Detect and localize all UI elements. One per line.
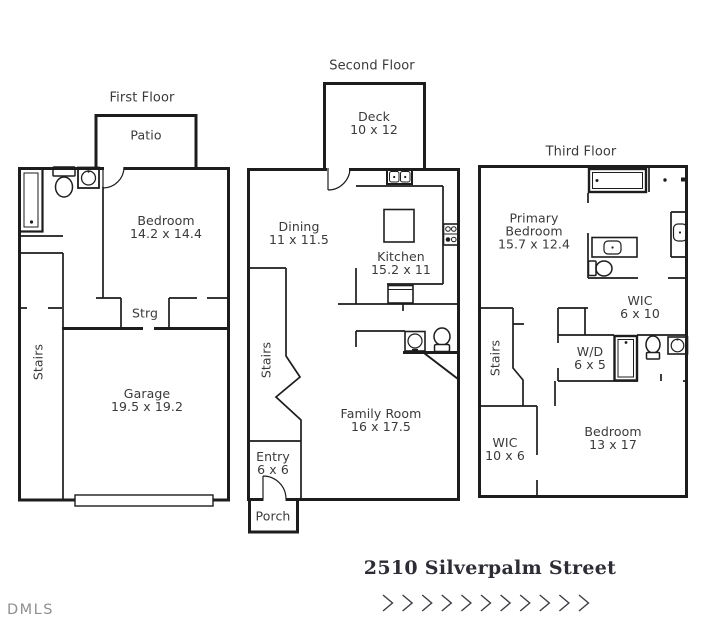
room-name: Kitchen (377, 249, 425, 264)
chevron-icon (558, 594, 570, 612)
room-label-strg: Strg (131, 305, 159, 321)
powder-sink-fixture (404, 330, 426, 352)
room-dims: 6 x 10 (620, 306, 660, 321)
room-label-stairs-1f: Stairs (30, 343, 46, 381)
room-name: Bedroom (505, 223, 563, 239)
first-floor-interior-walls (18, 187, 229, 499)
room-name: Deck (358, 109, 390, 124)
chevron-icon (500, 594, 512, 612)
room-name: Primary (509, 210, 559, 226)
room-dims: 16 x 17.5 (351, 419, 411, 434)
chevron-icon (382, 594, 394, 612)
chevron-icon (539, 594, 551, 612)
second-vanity-fixture (672, 223, 688, 242)
primary-toilet-fixture (587, 260, 613, 277)
room-label-wic-upper: WIC 6 x 10 (620, 294, 660, 320)
garage-door (74, 494, 214, 507)
chevron-row (382, 594, 590, 612)
room-name: Family Room (340, 406, 422, 421)
room-dims: 15.2 x 11 (371, 262, 431, 277)
toilet-fixture (52, 166, 76, 198)
hall-toilet-fixture (645, 335, 661, 360)
room-label-bedroom-1f: Bedroom 14.2 x 14.4 (130, 214, 202, 240)
chevron-icon (460, 594, 472, 612)
deck-door-opening (327, 166, 349, 173)
room-label-garage: Garage 19.5 x 19.2 (111, 387, 183, 413)
chevron-icon (421, 594, 433, 612)
room-label-patio: Patio (130, 127, 162, 143)
room-dims: 19.5 x 19.2 (110, 399, 184, 414)
third-floor-title: Third Floor (545, 144, 617, 160)
room-label-wic-lower: WIC 10 x 6 (485, 436, 525, 462)
room-dims: 6 x 6 (257, 462, 289, 477)
half-bath-door (423, 352, 459, 380)
entry-door-opening (263, 496, 286, 504)
kitchen-island (383, 208, 415, 243)
room-label-stairs-2f: Stairs (258, 341, 274, 379)
patio-door-opening (104, 165, 124, 172)
first-floor-title: First Floor (109, 90, 175, 106)
room-name: Entry (256, 449, 290, 464)
room-dims: 10 x 6 (485, 448, 525, 463)
chevron-icon (441, 594, 453, 612)
property-address: 2510 Silverpalm Street (363, 557, 617, 579)
entry-door-arc (262, 475, 287, 500)
room-label-dining: Dining 11 x 11.5 (269, 220, 329, 246)
third-floor-plan (478, 165, 689, 498)
room-name: WIC (492, 435, 518, 450)
second-floor-plan (247, 82, 460, 534)
porch-outline (248, 499, 299, 534)
room-name: W/D (576, 344, 604, 359)
room-name: Garage (123, 386, 171, 401)
bathtub-fixture (587, 167, 648, 194)
room-dims: 10 x 12 (350, 122, 398, 137)
room-name: WIC (627, 293, 653, 308)
room-label-stairs-3f: Stairs (487, 339, 503, 377)
patio-outline (94, 114, 198, 170)
room-label-primary-bedroom: Primary Bedroom 15.7 x 12.4 (498, 212, 570, 251)
powder-toilet-fixture (433, 327, 451, 353)
third-floor-interior-walls (478, 166, 686, 496)
deck-outline (323, 82, 426, 171)
chevron-icon (519, 594, 531, 612)
room-label-kitchen: Kitchen 15.2 x 11 (371, 250, 431, 276)
first-floor-plan (18, 114, 230, 507)
room-name: Bedroom (584, 424, 642, 439)
kitchen-sink-fixture (386, 168, 413, 185)
dishwasher-fixture (387, 284, 414, 304)
room-dims: 11 x 11.5 (269, 232, 329, 247)
room-dims: 13 x 17 (589, 437, 637, 452)
third-floor-outline (478, 165, 688, 498)
stove-fixture (442, 223, 459, 246)
watermark-logo: DMLS (7, 602, 54, 618)
room-label-deck: Deck 10 x 12 (350, 110, 398, 136)
primary-vanity-fixture (591, 236, 638, 258)
chevron-icon (578, 594, 590, 612)
hall-sink-fixture (667, 336, 689, 355)
chevron-icon (402, 594, 414, 612)
room-dims: 15.7 x 12.4 (497, 236, 571, 252)
room-label-porch: Porch (255, 508, 291, 524)
second-floor-title: Second Floor (329, 58, 415, 74)
room-name: Bedroom (137, 213, 195, 228)
bedroom-door-arc (102, 166, 125, 189)
room-dims: 6 x 5 (574, 357, 606, 372)
shower-head-fixture (663, 177, 688, 182)
room-label-wd: W/D 6 x 5 (574, 345, 606, 371)
room-label-bedroom-3f: Bedroom 13 x 17 (584, 425, 641, 451)
room-name: Dining (278, 219, 320, 234)
room-dims: 14.2 x 14.4 (129, 226, 203, 241)
hall-shower-fixture (613, 334, 639, 382)
chevron-icon (480, 594, 492, 612)
room-label-family-room: Family Room 16 x 17.5 (341, 407, 422, 433)
shower-fixture (18, 167, 44, 233)
sink-fixture (77, 166, 100, 189)
room-label-entry: Entry 6 x 6 (256, 450, 290, 476)
deck-door-arc (327, 167, 351, 191)
